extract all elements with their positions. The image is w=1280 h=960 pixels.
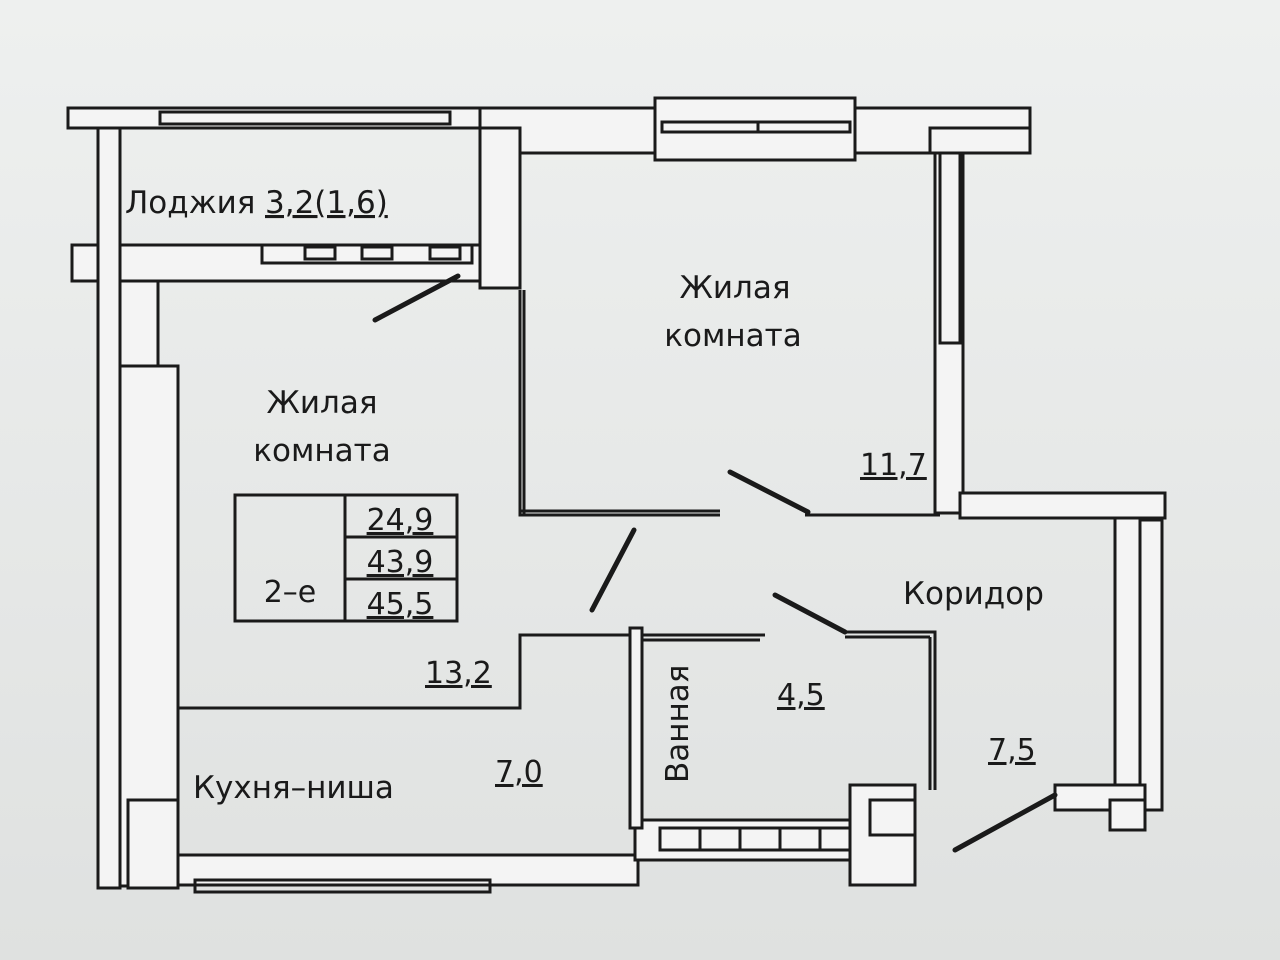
bathroom-area: 4,5 [777,678,825,713]
door-bathroom [772,592,848,635]
door-living-left [589,527,637,613]
summary-living-area: 24,9 [367,503,434,538]
bathroom-label: Ванная [660,665,696,783]
kitchen-area: 7,0 [495,755,543,790]
door-living-right [727,469,811,515]
doors [372,273,1058,853]
kitchen-label: Кухня–ниша [193,770,394,806]
summary-usable-area: 43,9 [367,545,434,580]
door-loggia [372,273,461,323]
living-left-area: 13,2 [425,656,492,691]
outer-walls [66,96,1167,894]
loggia-label: Лоджия [125,185,255,221]
door-entrance [952,792,1058,853]
living-left-line1: Жилая [267,385,378,421]
living-right-line2: комната [664,318,801,354]
room-labels: Лоджия 3,2(1,6) Жилая комната 11,7 Жилая… [125,185,1044,806]
corridor-label: Коридор [903,576,1044,612]
corridor-area: 7,5 [988,733,1036,768]
loggia-area: 3,2(1,6) [265,185,388,221]
interior-partitions [178,290,940,830]
living-left-line2: комната [253,433,390,469]
living-right-line1: Жилая [680,270,791,306]
living-right-area: 11,7 [860,448,927,483]
summary-rooms-count: 2–е [264,575,317,610]
summary-total-area: 45,5 [367,587,434,622]
area-summary-table: 2–е 24,9 43,9 45,5 [233,493,459,623]
